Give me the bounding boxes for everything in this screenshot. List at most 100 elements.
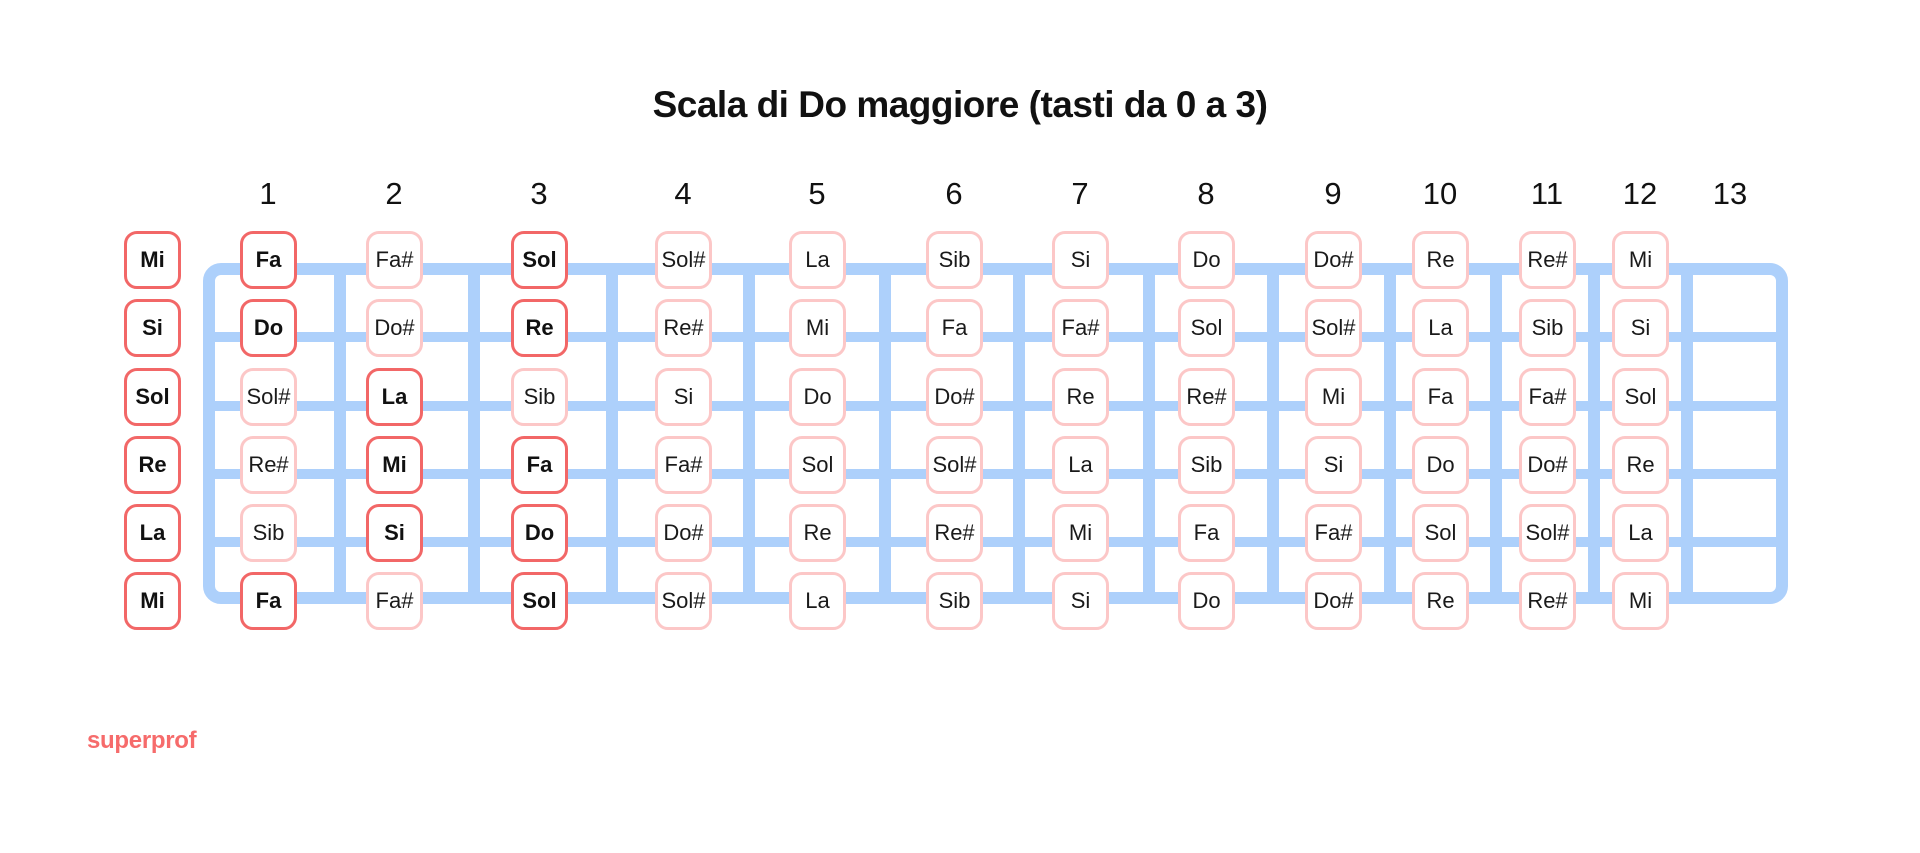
fret-note: Do bbox=[1178, 572, 1235, 630]
fret-note: Re bbox=[789, 504, 846, 562]
open-string-note: Mi bbox=[124, 231, 181, 289]
fret-line-10 bbox=[1490, 263, 1502, 604]
fret-note: Re bbox=[1412, 231, 1469, 289]
superprof-logo: superprof bbox=[87, 727, 197, 754]
fret-note: Fa bbox=[240, 572, 297, 630]
fret-number-4: 4 bbox=[674, 176, 692, 211]
fret-note: La bbox=[366, 368, 423, 426]
fret-line-1 bbox=[334, 263, 346, 604]
string-line-5 bbox=[210, 537, 1782, 547]
fret-note: Re bbox=[511, 299, 568, 357]
fret-note: Sib bbox=[511, 368, 568, 426]
fret-number-6: 6 bbox=[945, 176, 963, 211]
fret-number-8: 8 bbox=[1197, 176, 1215, 211]
open-string-note: Mi bbox=[124, 572, 181, 630]
string-line-4 bbox=[210, 469, 1782, 479]
fret-note: Sol bbox=[511, 231, 568, 289]
page-title: Scala di Do maggiore (tasti da 0 a 3) bbox=[652, 84, 1268, 125]
fret-note: Re# bbox=[1519, 231, 1576, 289]
open-string-note: Re bbox=[124, 436, 181, 494]
fret-note: Sib bbox=[1178, 436, 1235, 494]
fret-note: Re bbox=[1052, 368, 1109, 426]
fret-note: Fa bbox=[1412, 368, 1469, 426]
fret-line-6 bbox=[1013, 263, 1025, 604]
fret-line-9 bbox=[1384, 263, 1396, 604]
fret-line-2 bbox=[468, 263, 480, 604]
fret-line-5 bbox=[879, 263, 891, 604]
fret-note: Fa# bbox=[366, 231, 423, 289]
fret-note: Si bbox=[1612, 299, 1669, 357]
fret-line-12 bbox=[1681, 263, 1693, 604]
fret-number-1: 1 bbox=[259, 176, 277, 211]
fret-line-4 bbox=[743, 263, 755, 604]
fret-note: Re# bbox=[655, 299, 712, 357]
fret-note: Fa bbox=[240, 231, 297, 289]
fret-note: Fa# bbox=[1305, 504, 1362, 562]
fret-note: Sol# bbox=[1519, 504, 1576, 562]
fret-line-8 bbox=[1267, 263, 1279, 604]
fret-note: La bbox=[1052, 436, 1109, 494]
fret-note: Sib bbox=[1519, 299, 1576, 357]
fret-note: Mi bbox=[1612, 231, 1669, 289]
fret-note: La bbox=[789, 231, 846, 289]
fret-note: Re# bbox=[1178, 368, 1235, 426]
fret-note: Si bbox=[1052, 572, 1109, 630]
fret-note: Re bbox=[1412, 572, 1469, 630]
fret-note: Sol bbox=[1178, 299, 1235, 357]
fret-line-11 bbox=[1588, 263, 1600, 604]
fret-note: Do bbox=[240, 299, 297, 357]
fret-note: Sib bbox=[926, 572, 983, 630]
fret-note: Do bbox=[1178, 231, 1235, 289]
fret-note: Si bbox=[1305, 436, 1362, 494]
fret-number-10: 10 bbox=[1422, 176, 1458, 211]
fret-note: Do bbox=[511, 504, 568, 562]
fret-note: Re# bbox=[240, 436, 297, 494]
fret-number-11: 11 bbox=[1530, 176, 1564, 211]
fret-note: Mi bbox=[1305, 368, 1362, 426]
open-string-note: Si bbox=[124, 299, 181, 357]
fret-number-9: 9 bbox=[1324, 176, 1342, 211]
fret-note: Si bbox=[655, 368, 712, 426]
fret-note: Sol# bbox=[655, 231, 712, 289]
fret-line-3 bbox=[606, 263, 618, 604]
fret-note: Do# bbox=[1519, 436, 1576, 494]
fret-note: La bbox=[1412, 299, 1469, 357]
fret-note: Sib bbox=[926, 231, 983, 289]
fret-note: Mi bbox=[789, 299, 846, 357]
open-string-note: Sol bbox=[124, 368, 181, 426]
fret-number-12: 12 bbox=[1622, 176, 1658, 211]
string-line-3 bbox=[210, 401, 1782, 411]
fret-note: Do bbox=[1412, 436, 1469, 494]
fret-note: Fa bbox=[926, 299, 983, 357]
fret-note: Sib bbox=[240, 504, 297, 562]
fret-number-13: 13 bbox=[1712, 176, 1748, 211]
fret-note: Do# bbox=[926, 368, 983, 426]
fret-note: Sol bbox=[1412, 504, 1469, 562]
fret-note: Fa bbox=[511, 436, 568, 494]
fret-note: Re# bbox=[926, 504, 983, 562]
fret-number-7: 7 bbox=[1071, 176, 1089, 211]
fret-note: Fa bbox=[1178, 504, 1235, 562]
fret-note: La bbox=[1612, 504, 1669, 562]
fret-note: Do bbox=[789, 368, 846, 426]
fret-note: Fa# bbox=[1519, 368, 1576, 426]
fret-line-7 bbox=[1143, 263, 1155, 604]
fret-number-2: 2 bbox=[385, 176, 403, 211]
fret-note: Do# bbox=[1305, 231, 1362, 289]
fret-note: Sol# bbox=[655, 572, 712, 630]
fret-note: Re bbox=[1612, 436, 1669, 494]
fret-number-5: 5 bbox=[808, 176, 826, 211]
fret-note: Si bbox=[1052, 231, 1109, 289]
fret-note: Sol# bbox=[926, 436, 983, 494]
fret-note: Sol bbox=[511, 572, 568, 630]
fret-note: Mi bbox=[1612, 572, 1669, 630]
fret-note: Fa# bbox=[366, 572, 423, 630]
fret-note: Fa# bbox=[1052, 299, 1109, 357]
fret-note: Sol# bbox=[1305, 299, 1362, 357]
string-line-2 bbox=[210, 332, 1782, 342]
fret-note: Mi bbox=[366, 436, 423, 494]
fret-note: Mi bbox=[1052, 504, 1109, 562]
fret-note: Sol bbox=[1612, 368, 1669, 426]
fret-note: Sol bbox=[789, 436, 846, 494]
fret-note: La bbox=[789, 572, 846, 630]
